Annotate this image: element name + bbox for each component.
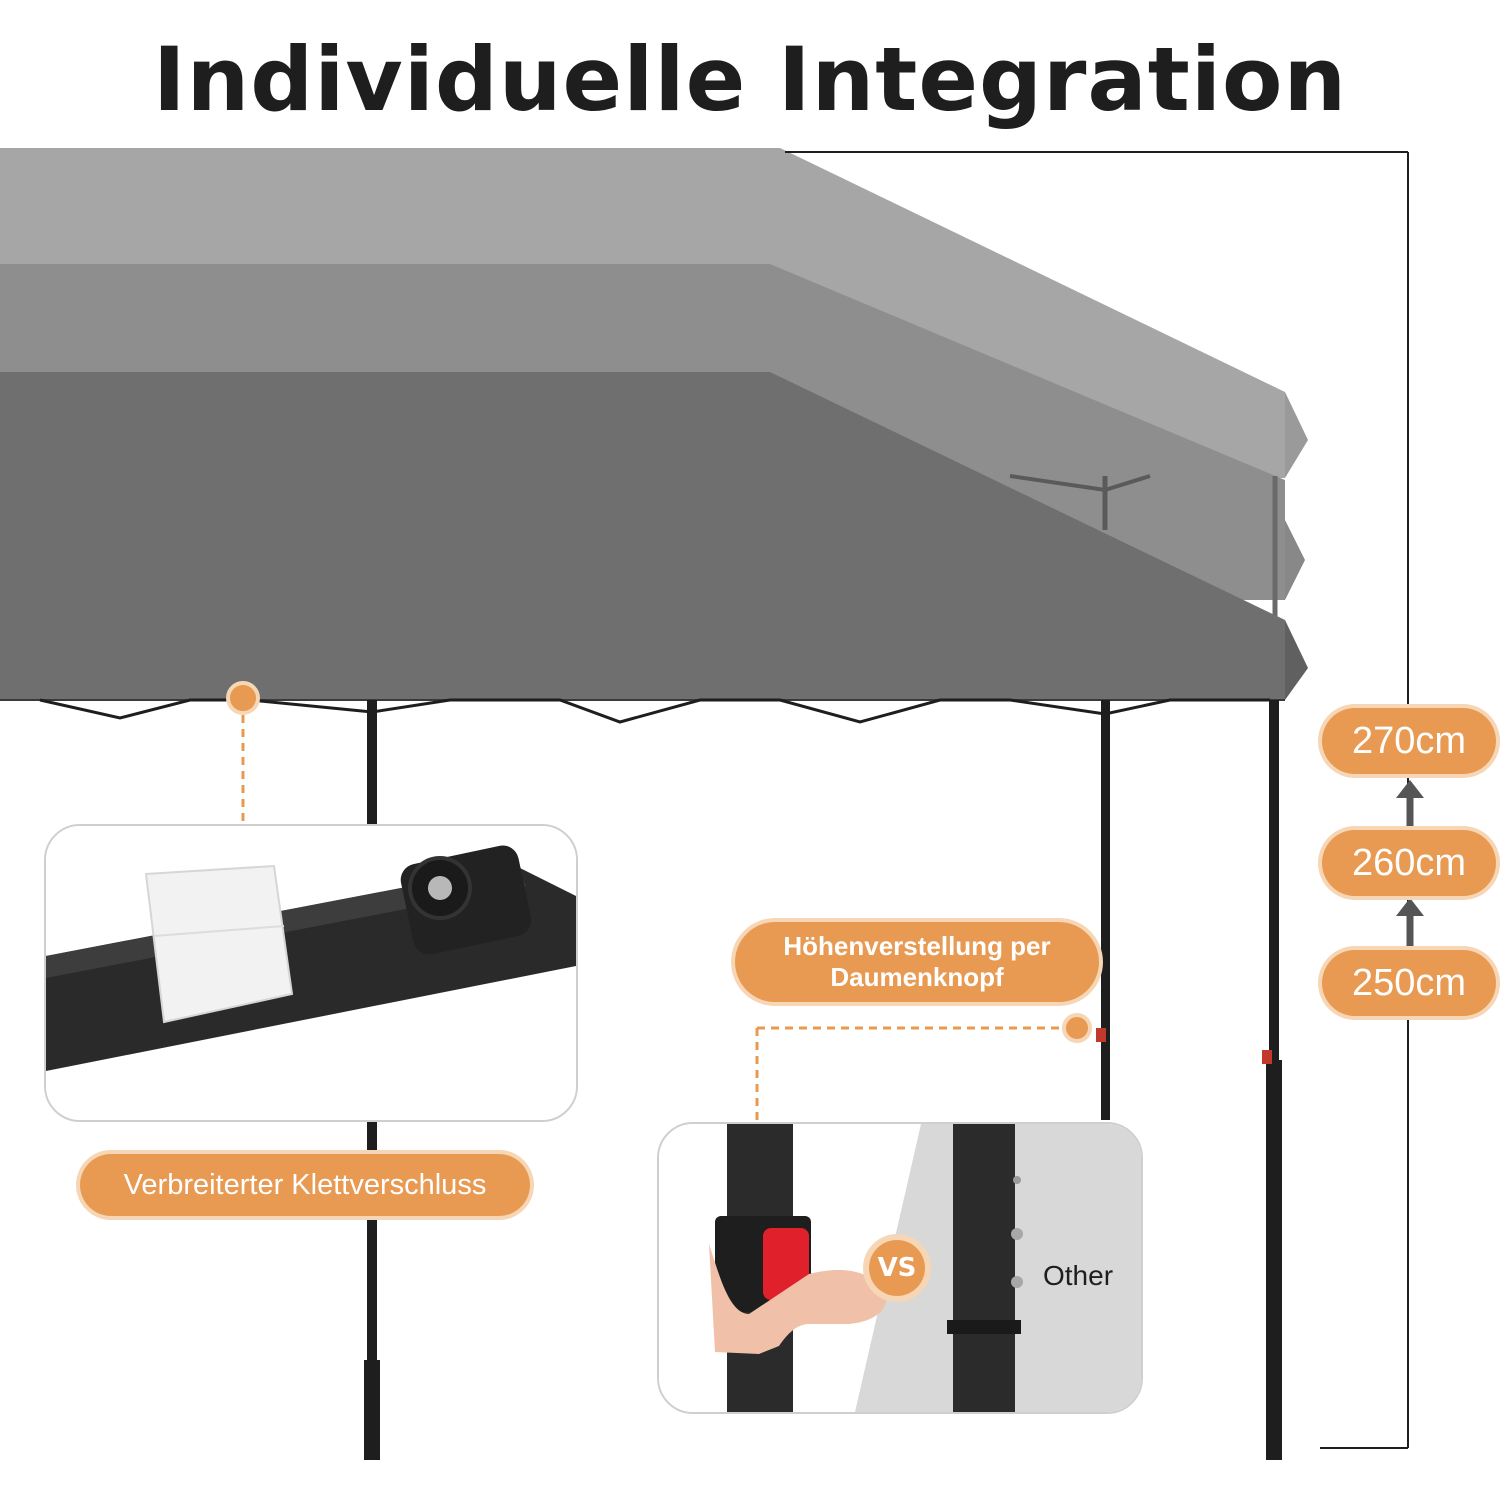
hand-icon — [709, 1244, 887, 1354]
leg-middle — [1101, 700, 1110, 1120]
velcro-detail-image — [46, 826, 576, 1120]
height-pill-260: 260cm — [1322, 830, 1496, 896]
height-pill-270: 270cm — [1322, 708, 1496, 774]
vs-badge: VS — [869, 1240, 925, 1296]
height-pill-250: 250cm — [1322, 950, 1496, 1016]
other-label: Other — [1043, 1260, 1114, 1291]
height-adjust-label: Höhenverstellung per Daumenknopf — [735, 922, 1099, 1002]
arrow-up-icon — [1396, 780, 1424, 826]
leader-dot — [226, 681, 260, 715]
canopy-main — [0, 372, 1285, 700]
page-title: Individuelle Integration — [152, 28, 1348, 131]
leader-dot — [1062, 1013, 1092, 1043]
velcro-label: Verbreiterter Klettverschluss — [80, 1154, 530, 1216]
truss — [39, 698, 1270, 724]
velcro-detail-panel — [44, 824, 578, 1122]
comparison-image — [659, 1124, 1141, 1412]
button-comparison-panel: VS Other — [657, 1122, 1143, 1414]
arrow-up-icon — [1396, 898, 1424, 946]
